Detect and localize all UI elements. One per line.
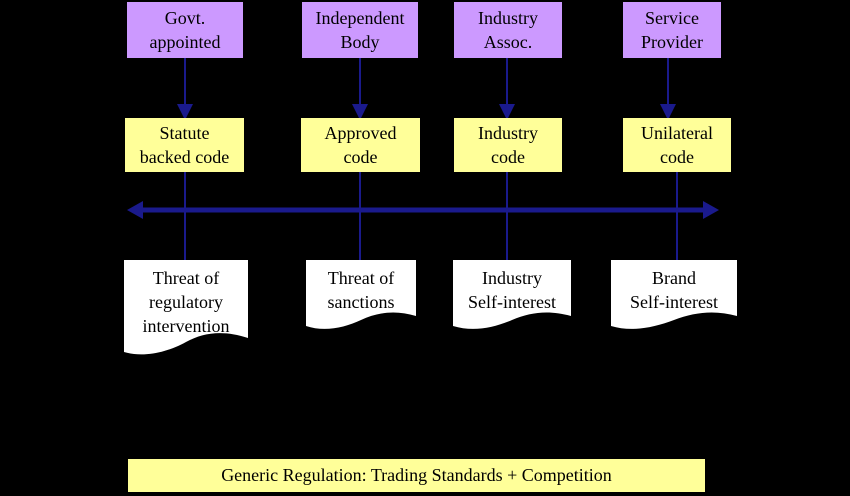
authority-label: Independent Body xyxy=(315,8,405,52)
code-box-approved: Approved code xyxy=(301,118,420,172)
code-label: Unilateral code xyxy=(641,123,713,167)
authority-label: Industry Assoc. xyxy=(478,8,538,52)
driver-document-1: Threat of regulatory intervention xyxy=(124,260,248,358)
spectrum-arrow-left-head xyxy=(127,201,143,219)
authority-box-govt: Govt. appointed xyxy=(127,2,243,58)
document-shape xyxy=(306,260,416,329)
code-box-industry: Industry code xyxy=(454,118,562,172)
driver-label: Threat of sanctions xyxy=(327,268,395,312)
banner-label: Generic Regulation: Trading Standards + … xyxy=(221,465,612,485)
spectrum-arrow-right-head xyxy=(703,201,719,219)
code-label: Statute backed code xyxy=(139,123,230,167)
code-box-unilateral: Unilateral code xyxy=(623,118,731,172)
driver-label: Industry Self-interest xyxy=(468,268,556,312)
authority-box-service-provider: Service Provider xyxy=(623,2,721,58)
document-shape xyxy=(124,260,248,355)
authority-box-independent: Independent Body xyxy=(302,2,418,58)
authority-label: Service Provider xyxy=(641,8,703,52)
code-label: Approved code xyxy=(324,123,397,167)
driver-label: Brand Self-interest xyxy=(630,268,718,312)
code-box-statute: Statute backed code xyxy=(125,118,244,172)
document-shape xyxy=(611,260,737,329)
driver-label: Threat of regulatory intervention xyxy=(142,268,230,336)
document-shape xyxy=(453,260,571,329)
generic-regulation-banner: Generic Regulation: Trading Standards + … xyxy=(128,459,705,492)
code-label: Industry code xyxy=(478,123,538,167)
authority-label: Govt. appointed xyxy=(149,8,221,52)
driver-document-3: Industry Self-interest xyxy=(453,260,571,332)
authority-box-industry-assoc: Industry Assoc. xyxy=(454,2,562,58)
driver-document-2: Threat of sanctions xyxy=(306,260,416,332)
driver-document-4: Brand Self-interest xyxy=(611,260,737,332)
